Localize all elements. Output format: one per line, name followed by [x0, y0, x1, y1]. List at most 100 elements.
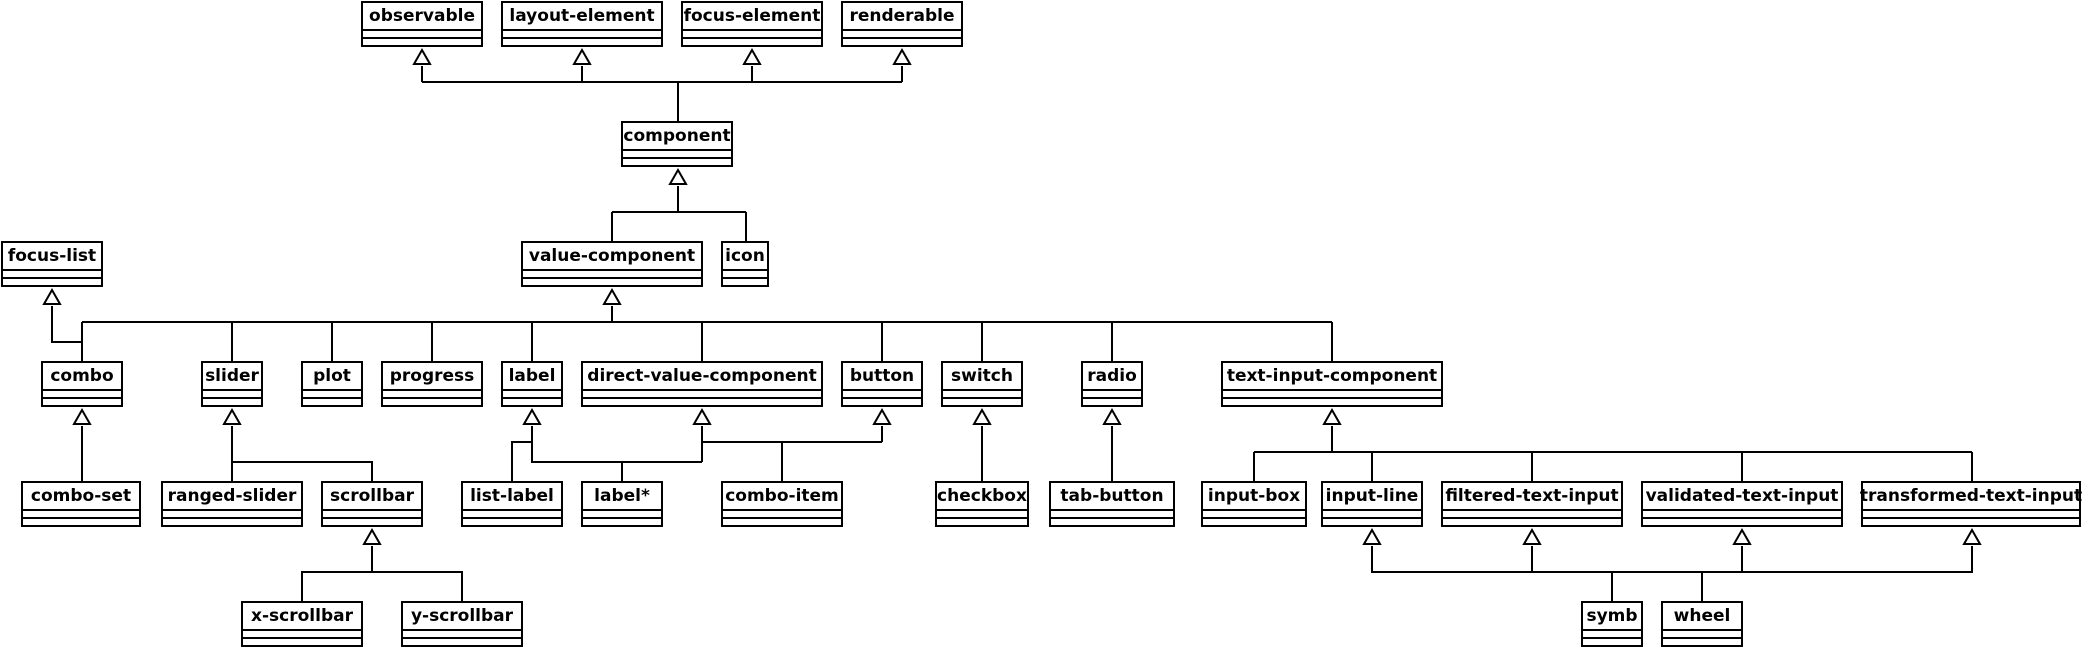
class-name: transformed-text-input [1860, 486, 2082, 506]
arrowhead-radio [1102, 407, 1122, 425]
class-observable: observable [361, 1, 483, 47]
class-name: label [509, 366, 556, 386]
arrowheads [42, 47, 1982, 545]
class-plot: plot [301, 361, 363, 407]
class-name: wheel [1674, 606, 1731, 626]
class-text-input-component: text-input-component [1221, 361, 1443, 407]
arrowhead-observable [412, 47, 432, 65]
class-name: combo-set [31, 486, 131, 506]
arrowhead-text-input-component [1322, 407, 1342, 425]
class-name: radio [1087, 366, 1137, 386]
class-y-scrollbar: y-scrollbar [401, 601, 523, 647]
class-name: x-scrollbar [251, 606, 354, 626]
arrowhead-focus-element [742, 47, 762, 65]
class-name: switch [951, 366, 1013, 386]
arrowhead-slider [222, 407, 242, 425]
class-wheel: wheel [1661, 601, 1743, 647]
class-name: list-label [470, 486, 554, 506]
class-combo-set: combo-set [21, 481, 141, 527]
edge-component-children [611, 186, 747, 242]
class-name: focus-list [8, 246, 96, 266]
class-name: scrollbar [330, 486, 415, 506]
edge-slider-children [231, 426, 373, 482]
class-name: icon [725, 246, 765, 266]
arrowhead-button [872, 407, 892, 425]
class-symb: symb [1581, 601, 1643, 647]
arrowhead-scrollbar [362, 527, 382, 545]
class-name: component [623, 126, 730, 146]
class-name: observable [369, 6, 475, 26]
class-name: slider [205, 366, 259, 386]
class-name: label* [594, 486, 650, 506]
class-name: layout-element [509, 6, 654, 26]
class-name: y-scrollbar [411, 606, 514, 626]
inheritance-edges [51, 66, 1973, 602]
class-name: tab-button [1060, 486, 1163, 506]
class-name: symb [1586, 606, 1637, 626]
edge-label-children [511, 426, 702, 482]
edge-text-input-children [1253, 426, 1973, 482]
class-layout-element: layout-element [501, 1, 663, 47]
class-input-box: input-box [1201, 481, 1307, 527]
edge-value-component-children [81, 306, 1333, 362]
class-focus-list: focus-list [1, 241, 103, 287]
class-progress: progress [381, 361, 483, 407]
arrowhead-switch [972, 407, 992, 425]
class-name: focus-element [684, 6, 821, 26]
class-slider: slider [201, 361, 263, 407]
class-name: plot [313, 366, 351, 386]
class-label-star: label* [581, 481, 663, 527]
class-label: label [501, 361, 563, 407]
class-ranged-slider: ranged-slider [161, 481, 303, 527]
class-direct-value-component: direct-value-component [581, 361, 823, 407]
arrowhead-validated-text-input [1732, 527, 1752, 545]
class-name: input-box [1208, 486, 1300, 506]
edge-combo-focus-list [51, 306, 82, 343]
arrowhead-value-component [602, 287, 622, 305]
class-focus-element: focus-element [681, 1, 823, 47]
class-transformed-text-input: transformed-text-input [1860, 481, 2082, 527]
arrowhead-filtered-text-input [1522, 527, 1542, 545]
class-button: button [841, 361, 923, 407]
class-name: input-line [1326, 486, 1419, 506]
class-value-component: value-component [521, 241, 703, 287]
class-name: renderable [849, 6, 954, 26]
edge-direct-value-button-children [701, 426, 883, 482]
arrowhead-combo [72, 407, 92, 425]
class-input-line: input-line [1321, 481, 1423, 527]
class-switch: switch [941, 361, 1023, 407]
class-list-label: list-label [461, 481, 563, 527]
class-renderable: renderable [841, 1, 963, 47]
class-component: component [621, 121, 733, 167]
edge-scrollbar-children [301, 546, 463, 602]
class-name: button [850, 366, 914, 386]
class-combo: combo [41, 361, 123, 407]
edge-symb-wheel-parents [1371, 546, 1973, 602]
class-name: progress [390, 366, 475, 386]
edge-component-parents [421, 66, 903, 122]
class-name: checkbox [937, 486, 1027, 506]
class-filtered-text-input: filtered-text-input [1441, 481, 1623, 527]
arrowhead-transformed-text-input [1962, 527, 1982, 545]
class-name: ranged-slider [168, 486, 297, 506]
class-name: value-component [529, 246, 695, 266]
class-radio: radio [1081, 361, 1143, 407]
class-scrollbar: scrollbar [321, 481, 423, 527]
class-checkbox: checkbox [935, 481, 1029, 527]
class-name: text-input-component [1227, 366, 1437, 386]
arrowhead-renderable [892, 47, 912, 65]
arrowhead-direct-value-component [692, 407, 712, 425]
arrowhead-component [668, 167, 688, 185]
class-validated-text-input: validated-text-input [1641, 481, 1843, 527]
class-x-scrollbar: x-scrollbar [241, 601, 363, 647]
arrowhead-label [522, 407, 542, 425]
arrowhead-input-line [1362, 527, 1382, 545]
class-combo-item: combo-item [721, 481, 843, 527]
arrowhead-focus-list [42, 287, 62, 305]
class-icon: icon [721, 241, 769, 287]
class-name: combo-item [725, 486, 839, 506]
class-name: validated-text-input [1646, 486, 1839, 506]
class-name: filtered-text-input [1445, 486, 1618, 506]
